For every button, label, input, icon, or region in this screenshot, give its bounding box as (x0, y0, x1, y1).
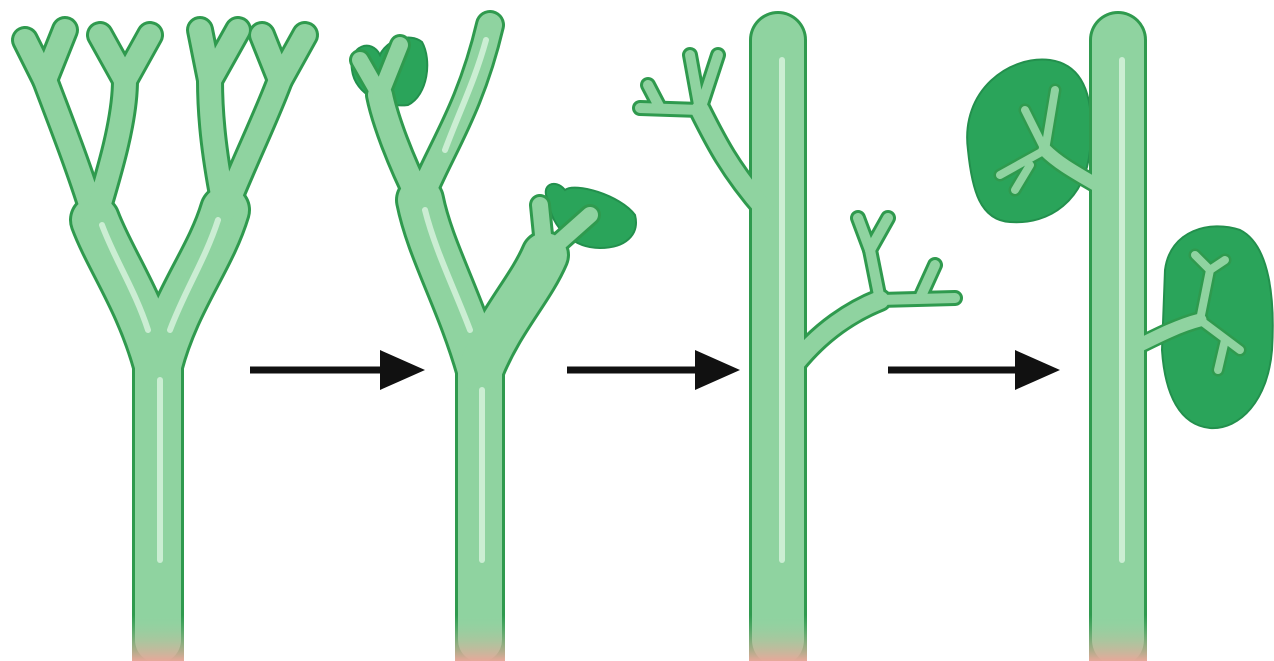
stage-3-planation (640, 40, 955, 661)
arrow-1 (250, 350, 425, 390)
arrow-2 (567, 350, 740, 390)
arrow-3 (888, 350, 1060, 390)
stage-1-dichotomous-branching (25, 30, 305, 661)
stage-2-overtopping (352, 25, 636, 661)
stage-4-webbing (967, 40, 1273, 661)
stage-3-base (749, 615, 807, 661)
stage-2-base (455, 615, 505, 661)
stage-4-base (1089, 615, 1147, 661)
stage-1-base (132, 615, 184, 661)
stage-4-webbing-upper (967, 60, 1091, 223)
